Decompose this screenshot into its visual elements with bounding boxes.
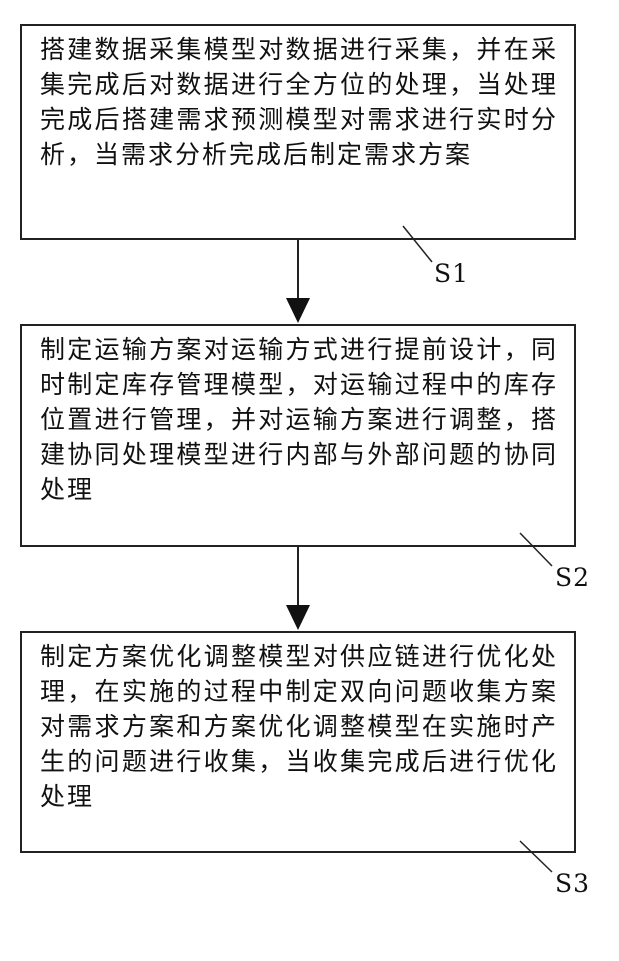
step-label-s2: S2 <box>555 563 590 592</box>
arrow-s1-s2-head <box>286 298 310 323</box>
step-text-s1: 搭建数据采集模型对数据进行采集，并在采集完成后对数据进行全方位的处理，当处理完成… <box>40 32 558 172</box>
step-label-s1: S1 <box>434 259 469 288</box>
step-box-s3: 制定方案优化调整模型对供应链进行优化处理，在实施的过程中制定双向问题收集方案对需… <box>20 631 576 853</box>
step-box-s2: 制定运输方案对运输方式进行提前设计，同时制定库存管理模型，对运输过程中的库存位置… <box>20 324 576 547</box>
arrow-s2-s3-head <box>286 605 310 630</box>
step-text-s2: 制定运输方案对运输方式进行提前设计，同时制定库存管理模型，对运输过程中的库存位置… <box>40 332 558 507</box>
step-box-s1: 搭建数据采集模型对数据进行采集，并在采集完成后对数据进行全方位的处理，当处理完成… <box>20 24 576 240</box>
step-label-s3: S3 <box>555 869 590 898</box>
step-text-s3: 制定方案优化调整模型对供应链进行优化处理，在实施的过程中制定双向问题收集方案对需… <box>40 639 558 814</box>
